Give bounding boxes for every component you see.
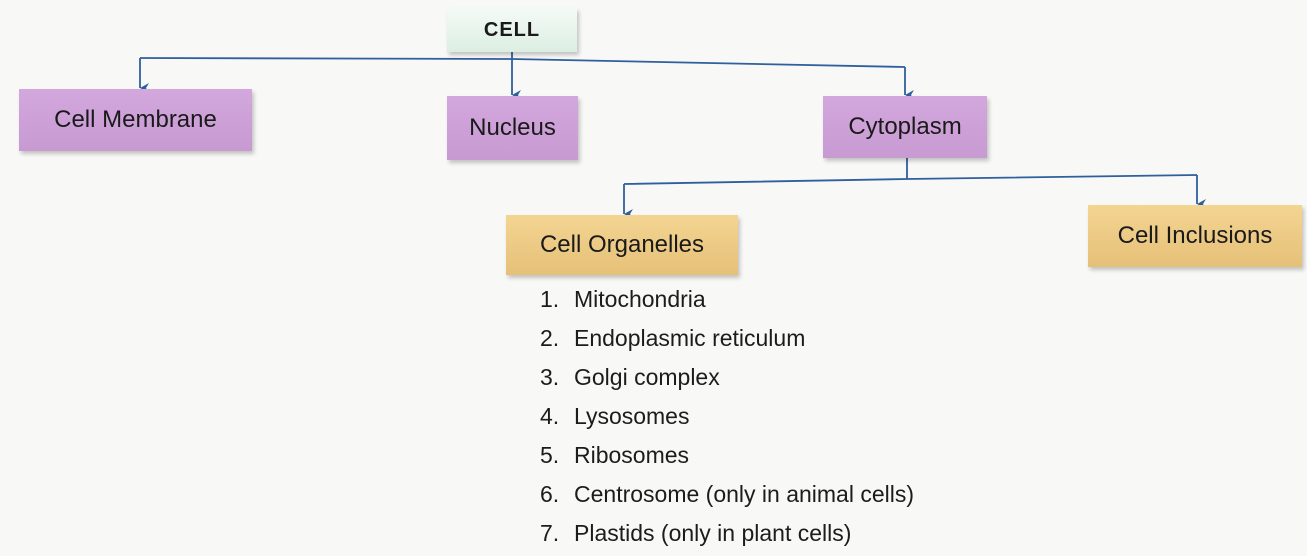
cell-organelles-label: Cell Organelles (539, 231, 705, 258)
organelle-item: 1. Mitochondria (540, 283, 914, 322)
organelle-name: Plastids (only in plant cells) (574, 520, 852, 546)
organelle-item: 2. Endoplasmic reticulum (540, 322, 914, 361)
organelle-number: 4. (540, 403, 560, 429)
cell-membrane-box: Cell Membrane (19, 89, 252, 151)
nucleus-label: Nucleus (469, 114, 556, 141)
organelle-name: Endoplasmic reticulum (574, 325, 806, 351)
organelle-list: 1. Mitochondria 2. Endoplasmic reticulum 3… (540, 283, 914, 556)
cytoplasm-connectors (623, 158, 1206, 219)
cell-inclusions-label: Cell Inclusions (1117, 222, 1273, 249)
organelle-name: Ribosomes (574, 442, 690, 468)
cytoplasm-connector-bus (623, 174, 1198, 185)
top-connectors (139, 52, 914, 100)
cytoplasm-box: Cytoplasm (823, 96, 987, 158)
nucleus-box: Nucleus (447, 96, 578, 160)
cell-organelles-box: Cell Organelles (506, 215, 738, 275)
organelle-number: 1. (540, 286, 560, 312)
cell-root-label: CELL (483, 18, 541, 41)
organelle-number: 7. (540, 520, 560, 546)
organelle-number: 5. (540, 442, 560, 468)
organelle-item: 4. Lysosomes (540, 400, 914, 439)
organelle-number: 3. (540, 364, 560, 390)
organelle-number: 6. (540, 481, 560, 507)
organelle-item: 5. Ribosomes (540, 439, 914, 478)
organelle-name: Lysosomes (574, 403, 690, 429)
cell-connector-bus (139, 57, 906, 68)
organelle-item: 6. Centrosome (only in animal cells) (540, 478, 914, 517)
cytoplasm-label: Cytoplasm (848, 113, 962, 140)
cell-membrane-label: Cell Membrane (54, 106, 217, 133)
cell-inclusions-box: Cell Inclusions (1088, 205, 1302, 267)
organelle-name: Golgi complex (574, 364, 720, 390)
organelle-item: 3. Golgi complex (540, 361, 914, 400)
organelle-name: Centrosome (only in animal cells) (574, 481, 915, 507)
organelle-name: Mitochondria (574, 286, 706, 312)
organelle-number: 2. (540, 325, 560, 351)
cell-root-box: CELL (447, 8, 577, 52)
organelle-item: 7. Plastids (only in plant cells) (540, 517, 914, 556)
